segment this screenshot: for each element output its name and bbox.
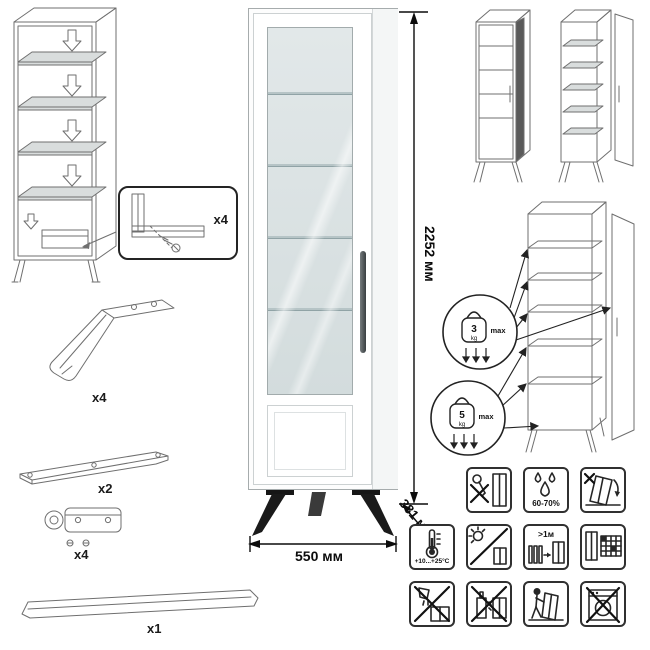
insert-arrow-icons <box>62 29 82 187</box>
glass-shelf-unit: kg <box>471 336 477 342</box>
cabinet-side-stile <box>372 9 398 489</box>
cabinet-outline-door-ajar <box>473 9 531 183</box>
bottom-door-panel <box>267 405 353 477</box>
no-liquids-icon <box>409 581 455 627</box>
handle-count-label: x1 <box>147 621 162 636</box>
leg-count-label: x4 <box>92 390 107 405</box>
no-sunlight-icon <box>466 524 512 570</box>
temperature-icon: +10...+25°С <box>409 524 455 570</box>
load-arrows <box>497 248 612 431</box>
load-limit-diagram: 3 kg max 5 kg max <box>430 201 635 456</box>
hinge-part-drawing <box>44 507 122 547</box>
load-limit-glass-shelf: 3 kg max <box>442 294 518 370</box>
fitting-detail-drawing <box>131 193 205 253</box>
glass-reflection <box>268 28 352 394</box>
hinge-count-label: x4 <box>74 547 89 562</box>
no-washing-icon <box>580 581 626 627</box>
open-door <box>611 213 635 441</box>
moving-warning-icon <box>523 581 569 627</box>
humidity-icon: 60-70% <box>523 467 569 513</box>
glass-shelf-weight: 3 <box>471 324 477 335</box>
door-handle <box>360 251 366 353</box>
humidity-value: 60-70% <box>532 499 560 508</box>
no-tools-icon <box>466 467 512 513</box>
bottom-shelf-max: max <box>478 412 494 421</box>
cabinet-front-view <box>248 8 398 490</box>
no-chemicals-icon <box>466 581 512 627</box>
interior-shelves <box>527 240 603 385</box>
load-limit-bottom-shelf: 5 kg max <box>430 380 506 456</box>
no-tipping-icon <box>580 467 626 513</box>
stretcher-count-label: x2 <box>98 481 113 496</box>
shelf-slabs <box>17 51 107 201</box>
fitting-count-label: x4 <box>213 212 228 227</box>
fitting-detail-callout: x4 <box>118 186 238 260</box>
bottom-shelf-weight: 5 <box>459 410 465 421</box>
heat-distance-icon: >1м <box>523 524 569 570</box>
temperature-value: +10...+25°С <box>414 558 450 565</box>
bottom-panel-inset <box>274 412 346 470</box>
bottom-shelf-unit: kg <box>459 422 465 428</box>
cabinet-legs <box>252 490 394 536</box>
open-shelves <box>562 39 604 135</box>
cabinet-outline-door-open <box>558 9 634 183</box>
leg-part-drawing <box>49 299 175 381</box>
exploded-cabinet-drawing <box>11 7 117 283</box>
handle-part-drawing <box>21 589 259 619</box>
width-dimension-label: 550 мм <box>295 548 343 564</box>
stretcher-part-drawing <box>19 451 169 485</box>
glass-shelf-max: max <box>490 326 506 335</box>
assembly-grid-icon <box>580 524 626 570</box>
min-distance-value: >1м <box>538 529 554 539</box>
glass-panel <box>267 27 353 395</box>
